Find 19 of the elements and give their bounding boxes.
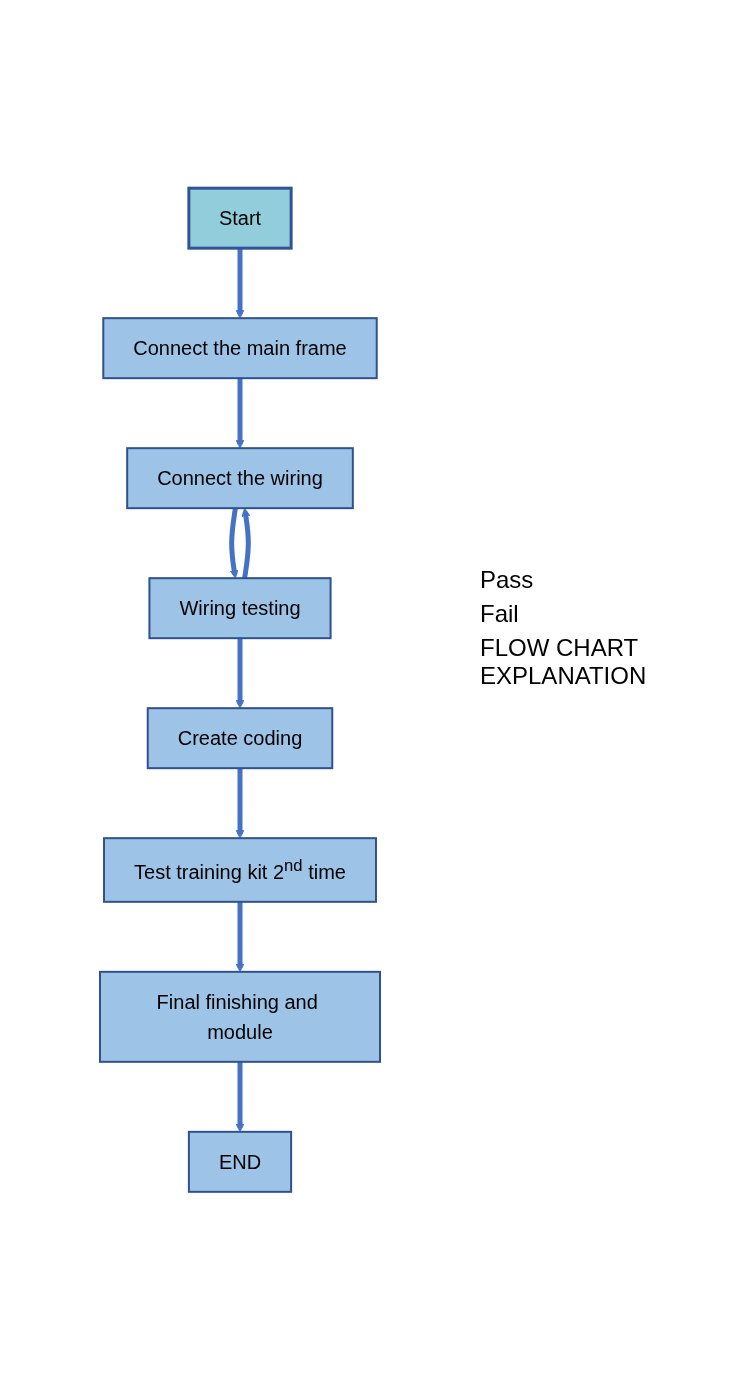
node-box: Connect the wiring bbox=[126, 447, 354, 510]
arrow bbox=[235, 378, 245, 449]
node-box: END bbox=[187, 1130, 293, 1193]
node-box: Wiring testing bbox=[148, 577, 332, 640]
node-box: Final finishing and module bbox=[99, 970, 381, 1063]
arrow bbox=[229, 507, 239, 579]
node-box: Test training kit 2$^{nd}$ time bbox=[103, 837, 377, 903]
note-text: FLOW CHART EXPLANATION bbox=[480, 634, 648, 690]
node-box: Connect the main frame bbox=[102, 317, 378, 380]
arrow bbox=[235, 768, 245, 839]
arrow bbox=[241, 507, 251, 579]
arrow bbox=[235, 901, 245, 973]
node-box: Create coding bbox=[146, 707, 334, 770]
arrow bbox=[235, 638, 245, 709]
note-text: Fail bbox=[480, 600, 520, 628]
arrow bbox=[235, 1061, 245, 1133]
note-text: Pass bbox=[480, 566, 535, 594]
arrow bbox=[235, 248, 245, 319]
node-box: Start bbox=[187, 186, 293, 250]
